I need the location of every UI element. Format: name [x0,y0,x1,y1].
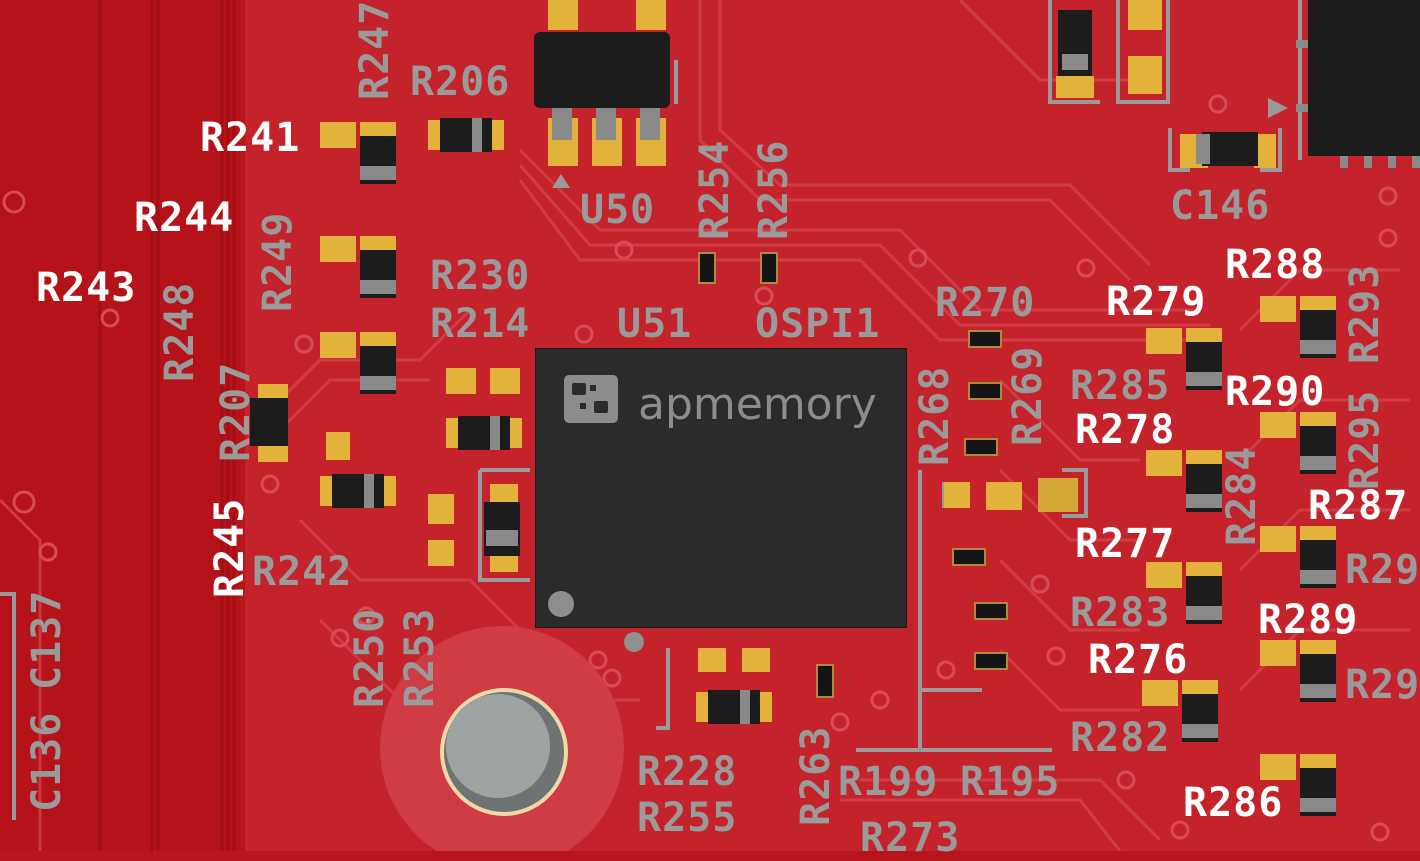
label-ospi1: OSPI1 [755,301,881,347]
label-r279: R279 [1106,279,1207,325]
resistor-end [1300,456,1336,470]
apmemory-logo-icon [564,375,618,423]
tiny-resistor [818,666,832,696]
tiny-resistor [954,550,984,564]
label-r276: R276 [1088,637,1189,683]
label-r245: R245 [207,497,253,598]
resistor-end [1300,340,1336,354]
resistor-pad [1146,450,1182,476]
label-r273: R273 [860,815,961,861]
label-u51: U51 [617,301,693,347]
label-r207: R207 [213,361,259,462]
resistor-end [1300,570,1336,584]
label-r244: R244 [134,195,235,241]
label-r282: R282 [1070,715,1171,761]
resistor-end [1300,798,1336,812]
label-r278: R278 [1075,407,1176,453]
resistor-body [440,118,492,152]
label-r277: R277 [1075,521,1176,567]
tiny-resistor [976,654,1006,668]
label-r268: R268 [912,365,958,466]
resistor-pad [1260,526,1296,552]
resistor-end [740,690,750,724]
label-r284: R284 [1219,445,1265,546]
tiny-resistor [700,254,714,282]
resistor-body [332,474,384,508]
resistor-pad [320,332,356,358]
resistor-pad [320,122,356,148]
label-r247: R247 [352,0,398,100]
resistor-pad [258,442,288,462]
resistor-pad [1260,296,1296,322]
label-r285: R285 [1070,363,1171,409]
label-r289: R289 [1258,597,1359,643]
label-r206: R206 [410,59,511,105]
apmemory-chip: apmemory [535,348,907,628]
label-r230: R230 [430,253,531,299]
tiny-resistor [976,604,1006,618]
label-r195: R195 [960,759,1061,805]
label-r270: R270 [935,280,1036,326]
resistor-pad [1260,412,1296,438]
resistor-pad [1260,754,1296,780]
resistor-body [458,416,510,450]
resistor-end [360,280,396,294]
label-r249: R249 [255,211,301,312]
resistor-end [1186,494,1222,508]
resistor-end [1300,684,1336,698]
resistor-pad [1260,640,1296,666]
label-r283: R283 [1070,590,1171,636]
label-r254: R254 [692,139,738,240]
resistor-pad [1142,680,1178,706]
label-u50: U50 [580,187,656,233]
label-r287: R287 [1308,483,1409,529]
label-r241: R241 [200,115,301,161]
capacitor-body [484,502,520,556]
resistor-end [1186,606,1222,620]
resistor-body [250,398,288,446]
resistor-pad [320,236,356,262]
label-r286: R286 [1183,780,1284,826]
label-r269: R269 [1005,345,1051,446]
resistor-end [360,376,396,390]
resistor-pad [1146,328,1182,354]
pin1-marker [548,591,574,617]
label-r199: R199 [838,759,939,805]
label-r290: R290 [1225,369,1326,415]
label-r248: R248 [157,281,203,382]
label-c136: C136 [24,711,70,812]
label-r29-b: R29 [1345,662,1420,708]
label-r242: R242 [252,549,353,595]
label-r288: R288 [1225,242,1326,288]
label-r250: R250 [347,607,393,708]
label-r255: R255 [637,795,738,841]
label-r293: R293 [1342,263,1388,364]
resistor-end [364,474,374,508]
label-r243: R243 [36,265,137,311]
label-c146: C146 [1170,183,1271,229]
resistor-pad [1146,562,1182,588]
resistor-end [1186,372,1222,386]
label-c137: C137 [24,589,70,690]
label-r253: R253 [397,607,443,708]
resistor-end [490,416,500,450]
chip-brand-text: apmemory [638,379,877,430]
resistor-end [1182,724,1218,738]
label-r263: R263 [793,725,839,826]
label-r256: R256 [751,139,797,240]
resistor-body [708,690,760,724]
tiny-resistor [970,332,1000,346]
tiny-resistor [966,440,996,454]
label-r29-a: R29 [1345,547,1420,593]
label-r214: R214 [430,301,531,347]
resistor-end [360,166,396,180]
tiny-resistor [970,384,1000,398]
label-r228: R228 [637,749,738,795]
tiny-resistor [762,254,776,282]
label-r295: R295 [1342,389,1388,490]
resistor-end [472,118,482,152]
